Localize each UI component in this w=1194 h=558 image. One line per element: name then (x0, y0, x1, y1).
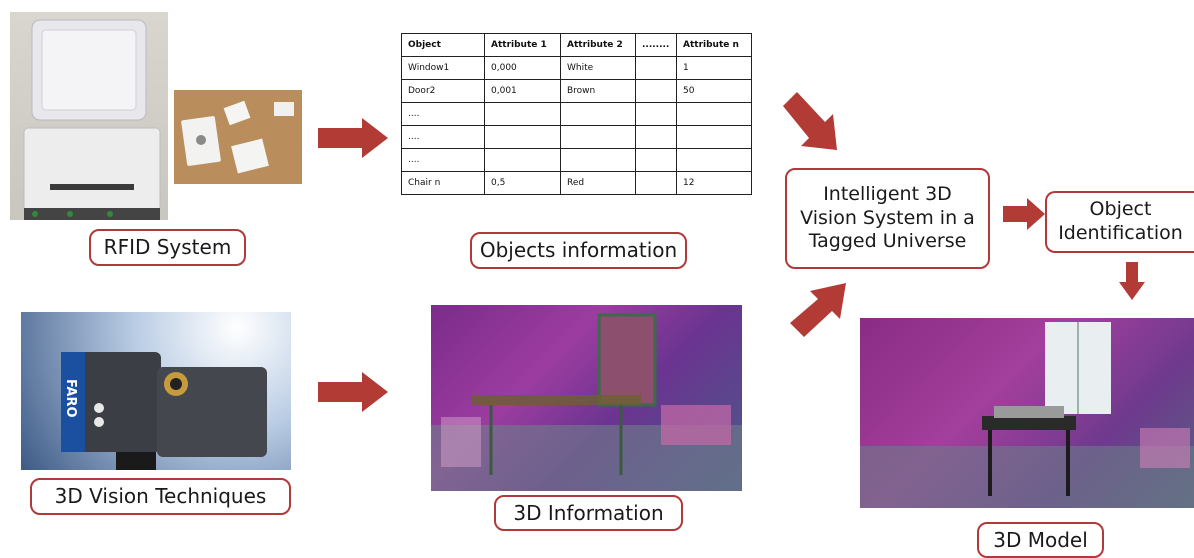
table-cell (635, 148, 677, 172)
arrow-objects-to-intelligent (783, 92, 837, 150)
table-cell (484, 125, 561, 149)
table-cell (484, 102, 561, 126)
table-cell (635, 79, 677, 103)
table-row: Chair n 0,5 Red 12 (401, 171, 752, 195)
table-cell (560, 148, 636, 172)
3d-model-label: 3D Model (977, 522, 1104, 558)
arrow-intelligent-to-identification (1003, 198, 1045, 230)
table-row: .... (401, 148, 752, 172)
table-cell: 0,5 (484, 171, 561, 195)
table-cell (635, 171, 677, 195)
table-cell (676, 125, 752, 149)
table-cell: Red (560, 171, 636, 195)
table-cell (676, 148, 752, 172)
table-cell (676, 102, 752, 126)
pointcloud-image (431, 313, 742, 491)
3d-vision-techniques-label: 3D Vision Techniques (30, 478, 291, 515)
intelligent-line-3: Tagged Universe (808, 230, 967, 253)
scanner-brand-text: FARO (63, 379, 78, 418)
table-cell (560, 102, 636, 126)
table-cell: 0,000 (484, 56, 561, 80)
3d-model-pointcloud (860, 318, 1194, 508)
intelligent-3d-vision-box: Intelligent 3D Vision System in a Tagged… (785, 168, 990, 269)
3d-scanner-image: FARO (61, 352, 267, 470)
intelligent-line-2: Vision System in a (800, 206, 975, 229)
table-cell: .... (401, 148, 485, 172)
table-header-cell: ........ (635, 33, 677, 57)
table-cell: White (560, 56, 636, 80)
object-id-line-2: Identification (1058, 222, 1183, 244)
table-row: Window1 0,000 White 1 (401, 56, 752, 80)
table-cell (484, 148, 561, 172)
objects-table: Object Attribute 1 Attribute 2 ........ … (401, 33, 752, 195)
table-header-cell: Attribute 2 (560, 33, 636, 57)
table-cell (635, 125, 677, 149)
arrow-rfid-to-objects (318, 118, 388, 158)
3d-information-label: 3D Information (494, 495, 683, 531)
table-row: .... (401, 102, 752, 126)
table-cell: 50 (676, 79, 752, 103)
arrow-identification-to-model (1119, 262, 1145, 300)
table-header-cell: Attribute 1 (484, 33, 561, 57)
table-row: Door2 0,001 Brown 50 (401, 79, 752, 103)
rfid-tags-image (181, 100, 294, 174)
table-header-cell: Attribute n (676, 33, 752, 57)
3d-scanner-photo: FARO (21, 312, 291, 470)
table-cell (635, 56, 677, 80)
object-identification-box: Object Identification (1045, 191, 1194, 253)
arrow-scanner-to-3d-info (318, 372, 388, 412)
arrow-3d-info-to-intelligent (790, 283, 846, 337)
rfid-system-label: RFID System (89, 229, 246, 266)
table-header-cell: Object (401, 33, 485, 57)
table-cell: .... (401, 102, 485, 126)
table-cell (635, 102, 677, 126)
model-image (860, 322, 1194, 508)
object-id-line-1: Object (1089, 198, 1152, 221)
table-header-row: Object Attribute 1 Attribute 2 ........ … (401, 33, 752, 57)
table-cell: .... (401, 125, 485, 149)
table-cell: 1 (676, 56, 752, 80)
table-cell: 12 (676, 171, 752, 195)
intelligent-line-1: Intelligent 3D (823, 182, 952, 205)
rfid-reader-image (23, 19, 161, 220)
table-cell: Chair n (401, 171, 485, 195)
3d-information-pointcloud (431, 305, 742, 491)
rfid-tags-photo (174, 90, 302, 184)
table-row: .... (401, 125, 752, 149)
table-cell (560, 125, 636, 149)
objects-information-label: Objects information (470, 232, 687, 269)
table-cell: Door2 (401, 79, 485, 103)
rfid-reader-photo (10, 12, 168, 220)
table-cell: 0,001 (484, 79, 561, 103)
table-cell: Brown (560, 79, 636, 103)
table-cell: Window1 (401, 56, 485, 80)
